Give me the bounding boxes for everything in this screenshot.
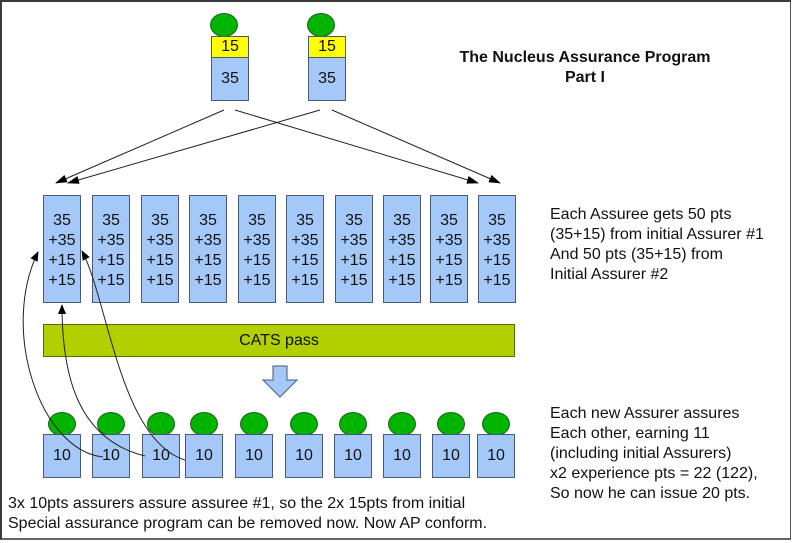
note-line: Each other, earning 11 <box>550 425 710 442</box>
assuree-points-line: +15 <box>146 272 174 289</box>
new-assurers-note: Each new Assurer assures Each other, ear… <box>550 404 758 504</box>
assuree-points-line: +15 <box>243 252 271 269</box>
note-line: Each Assuree gets 50 pts <box>550 206 732 223</box>
new-assurer-box: 10 <box>235 434 273 478</box>
new-assurer-box: 10 <box>432 434 470 478</box>
note-line: (including initial Assurers) <box>550 445 732 462</box>
assuree-points-line: +15 <box>48 252 76 269</box>
assuree-points-line: +15 <box>48 272 76 289</box>
assuree-points-line: +15 <box>291 252 319 269</box>
assuree-points-line: +35 <box>435 232 463 249</box>
points-box: 35 <box>308 57 346 101</box>
assuree-points-line: 35 <box>248 212 266 229</box>
points-box: 35 <box>211 57 249 101</box>
assuree-points-line: 35 <box>488 212 506 229</box>
assuree-points-line: +35 <box>194 232 222 249</box>
assuree-points-line: 35 <box>345 212 363 229</box>
assuree-points-line: 35 <box>199 212 217 229</box>
assuree-box: 35 +35 +15 +15 <box>189 195 227 303</box>
new-assurer-box: 10 <box>285 434 323 478</box>
assuree-box: 35 +35 +15 +15 <box>383 195 421 303</box>
new-assurer-box: 10 <box>334 434 372 478</box>
assuree-box: 35 +35 +15 +15 <box>478 195 516 303</box>
diagram-title: The Nucleus Assurance Program Part I <box>440 48 730 88</box>
assuree-points-line: +15 <box>340 252 368 269</box>
cats-pass-bar: CATS pass <box>43 324 515 357</box>
assuree-points-line: +35 <box>146 232 174 249</box>
assuree-points-line: +15 <box>483 252 511 269</box>
note-line: Each new Assurer assures <box>550 405 740 422</box>
assuree-points-line: 35 <box>53 212 71 229</box>
assuree-points-line: +15 <box>435 252 463 269</box>
note-line: So now he can issue 20 pts. <box>550 485 751 502</box>
assuree-points-line: +35 <box>97 232 125 249</box>
curve-newassurer2-to-assuree1 <box>58 304 146 457</box>
note-line: And 50 pts (35+15) from <box>550 246 723 263</box>
person-icon <box>482 412 510 436</box>
new-assurer-box: 10 <box>383 434 421 478</box>
note-line: x2 experience pts = 22 (122), <box>550 465 758 482</box>
special-points-box: 15 <box>211 36 249 58</box>
assuree-points-line: +35 <box>340 232 368 249</box>
arrow-assurer2-to-assuree1 <box>67 109 321 184</box>
assuree-points-line: +15 <box>97 252 125 269</box>
curve-newassurer1-to-assuree1 <box>22 251 104 458</box>
assuree-points-line: +15 <box>483 272 511 289</box>
assuree-points-line: +15 <box>194 272 222 289</box>
assuree-points-line: +15 <box>243 272 271 289</box>
note-line: 3x 10pts assurers assure assuree #1, so … <box>8 495 466 512</box>
assuree-box: 35 +35 +15 +15 <box>430 195 468 303</box>
arrow-assurer2-to-assuree10 <box>331 109 501 184</box>
title-line-2: Part I <box>564 69 605 86</box>
note-line: Special assurance program can be removed… <box>8 515 488 532</box>
assuree-points-line: 35 <box>393 212 411 229</box>
assuree-box: 35 +35 +15 +15 <box>92 195 130 303</box>
person-icon <box>388 412 416 436</box>
assuree-points-note: Each Assuree gets 50 pts (35+15) from in… <box>550 205 764 285</box>
new-assurer-box: 10 <box>43 434 81 478</box>
arrow-assurer1-to-assuree10 <box>234 109 479 184</box>
note-line: Initial Assurer #2 <box>550 266 669 283</box>
assuree-points-line: +15 <box>97 272 125 289</box>
arrow-assurer1-to-assuree1 <box>55 109 225 184</box>
assuree-points-line: 35 <box>296 212 314 229</box>
assuree-box: 35 +35 +15 +15 <box>238 195 276 303</box>
assuree-points-line: +15 <box>291 272 319 289</box>
assuree-points-line: 35 <box>151 212 169 229</box>
assuree-box: 35 +35 +15 +15 <box>141 195 179 303</box>
assuree-box: 35 +35 +15 +15 <box>43 195 81 303</box>
person-icon <box>48 412 76 436</box>
conclusion-note: 3x 10pts assurers assure assuree #1, so … <box>8 494 487 534</box>
curve-newassurer3-to-assuree1 <box>81 250 186 461</box>
new-assurer-box: 10 <box>142 434 180 478</box>
assuree-points-line: +35 <box>48 232 76 249</box>
down-arrow-icon <box>261 365 299 398</box>
assuree-points-line: +15 <box>146 252 174 269</box>
assuree-points-line: +35 <box>388 232 416 249</box>
assuree-box: 35 +35 +15 +15 <box>335 195 373 303</box>
person-icon <box>97 412 125 436</box>
assuree-points-line: +15 <box>194 252 222 269</box>
assuree-box: 35 +35 +15 +15 <box>286 195 324 303</box>
assuree-points-line: +35 <box>243 232 271 249</box>
title-line-1: The Nucleus Assurance Program <box>459 49 711 66</box>
assuree-points-line: 35 <box>440 212 458 229</box>
assuree-points-line: +15 <box>435 272 463 289</box>
assuree-points-line: +35 <box>483 232 511 249</box>
assuree-points-line: +15 <box>340 272 368 289</box>
assuree-points-line: +35 <box>291 232 319 249</box>
person-icon <box>437 412 465 436</box>
new-assurer-box: 10 <box>477 434 515 478</box>
assuree-points-line: +15 <box>388 252 416 269</box>
note-line: (35+15) from initial Assurer #1 <box>550 226 764 243</box>
new-assurer-box: 10 <box>185 434 223 478</box>
assuree-points-line: +15 <box>388 272 416 289</box>
assuree-points-line: 35 <box>102 212 120 229</box>
